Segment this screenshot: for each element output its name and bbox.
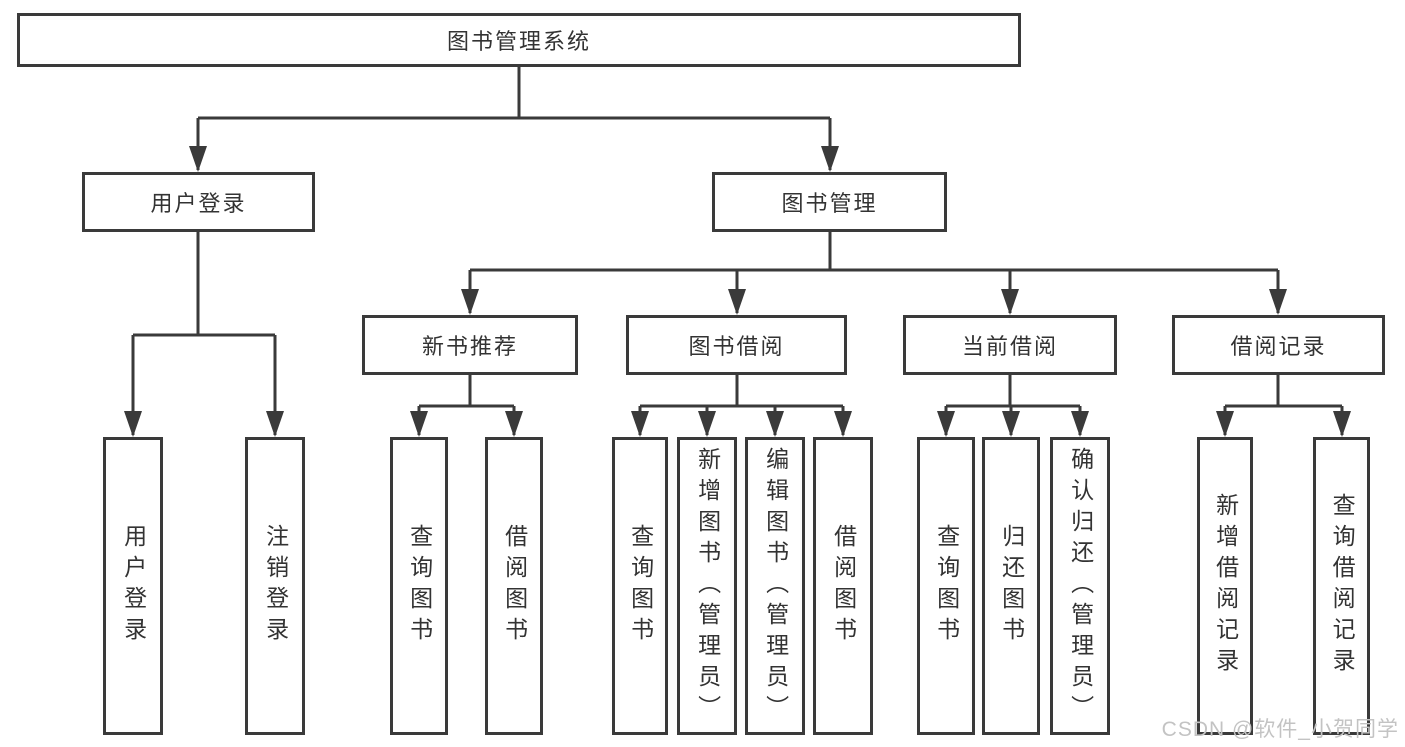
leaf-borrow-add-books-admin: 新增图书（管理员） [677,437,737,735]
node-root: 图书管理系统 [17,13,1021,67]
node-new-book-rec: 新书推荐 [362,315,578,375]
leaf-logout: 注销登录 [245,437,305,735]
leaf-current-confirm-return-admin: 确认归还（管理员） [1050,437,1110,735]
leaf-borrow-edit-books-admin: 编辑图书（管理员） [745,437,805,735]
node-book-borrow: 图书借阅 [626,315,847,375]
leaf-records-add-record: 新增借阅记录 [1197,437,1253,735]
node-borrow-records: 借阅记录 [1172,315,1385,375]
leaf-borrow-query-books: 查询图书 [612,437,668,735]
node-book-mgmt: 图书管理 [712,172,947,232]
node-current-borrow: 当前借阅 [903,315,1117,375]
leaf-current-query-books: 查询图书 [917,437,975,735]
leaf-borrow-borrow-books: 借阅图书 [813,437,873,735]
leaf-user-login: 用户登录 [103,437,163,735]
leaf-newrec-borrow-books: 借阅图书 [485,437,543,735]
watermark: CSDN @软件_小贺同学 [1161,718,1399,741]
leaf-current-return-books: 归还图书 [982,437,1040,735]
leaf-newrec-query-books: 查询图书 [390,437,448,735]
leaf-records-query-record: 查询借阅记录 [1313,437,1370,735]
node-user-login: 用户登录 [82,172,315,232]
